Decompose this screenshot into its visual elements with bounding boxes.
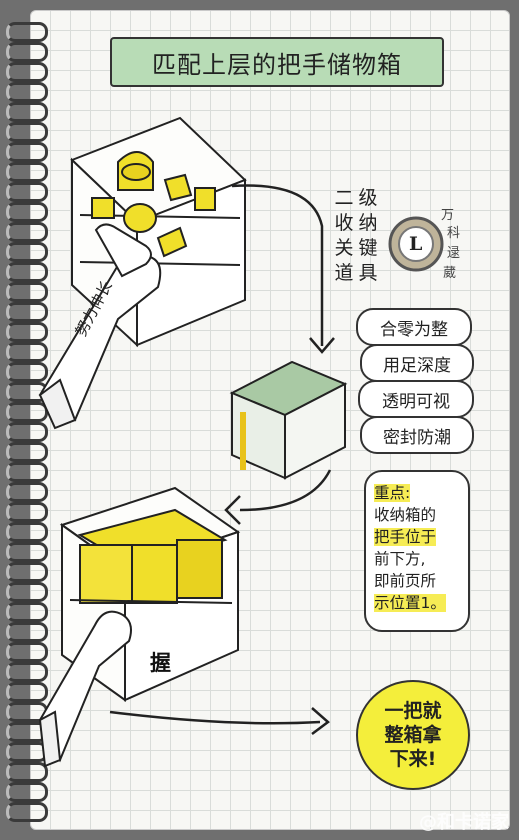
tip-pill: 用足深度: [360, 344, 474, 382]
spiral-ring: [6, 642, 48, 662]
upper-arm-drawing: [38, 223, 162, 430]
spiral-ring: [6, 522, 48, 542]
badge-center: L: [409, 233, 423, 255]
cta-bubble: 一把就 整箱拿 下来!: [356, 680, 470, 790]
tools-label-char: 关: [334, 237, 354, 259]
spiral-ring: [6, 42, 48, 62]
tip-pill: 合零为整: [356, 308, 472, 346]
spiral-ring: [6, 482, 48, 502]
spiral-ring: [6, 582, 48, 602]
tools-label-column: 二收关道: [333, 186, 355, 286]
arrow-to-lower-shelf: [239, 469, 332, 512]
spiral-ring: [6, 342, 48, 362]
spiral-ring: [6, 542, 48, 562]
spiral-ring: [6, 102, 48, 122]
badge-side-3: 逯: [447, 246, 461, 261]
spiral-ring: [6, 362, 48, 382]
arrow-head-lower: [224, 495, 241, 525]
spiral-ring: [6, 602, 48, 622]
spiral-ring: [6, 162, 48, 182]
spiral-ring: [6, 422, 48, 442]
spiral-ring: [6, 302, 48, 322]
arrow-head-cta: [311, 707, 330, 735]
note-line: 收纳箱的: [374, 506, 437, 524]
note-line: 把手位于: [374, 528, 437, 546]
tools-label-char: 纳: [358, 212, 378, 234]
spiral-ring: [6, 82, 48, 102]
author-badge: L 万 科 逯 葳: [383, 204, 463, 284]
note-line: 即前页所: [374, 572, 437, 590]
tools-label-char: 二: [334, 187, 354, 209]
spiral-ring: [6, 142, 48, 162]
arrow-head-box: [309, 337, 335, 354]
key-point-note: 重点: 收纳箱的 把手位于 前下方, 即前页所 示位置1。: [364, 470, 470, 632]
arrow-to-box: [231, 184, 324, 346]
watermark: @和卡诺家: [419, 812, 509, 833]
badge-side-1: 万: [441, 208, 455, 223]
spiral-ring: [6, 502, 48, 522]
spiral-ring: [6, 222, 48, 242]
tools-label-char: 级: [358, 187, 378, 209]
spiral-ring: [6, 442, 48, 462]
note-line: 前下方,: [374, 550, 426, 568]
spiral-ring: [6, 182, 48, 202]
tools-label-char: 收: [334, 212, 354, 234]
spiral-ring: [6, 462, 48, 482]
lower-arm-drawing: [38, 610, 132, 768]
tools-label-column: 级纳键具: [357, 186, 379, 286]
cta-line: 整箱拿: [384, 724, 442, 746]
spiral-ring: [6, 802, 48, 822]
cta-line: 下来!: [389, 748, 437, 770]
spiral-ring: [6, 562, 48, 582]
spiral-ring: [6, 62, 48, 82]
page-title: 匹配上层的把手储物箱: [110, 37, 444, 87]
spiral-ring: [6, 22, 48, 42]
spiral-ring: [6, 782, 48, 802]
tip-pill: 密封防潮: [360, 416, 474, 454]
storage-box-drawing: [229, 360, 348, 480]
note-line: 示位置1。: [374, 594, 446, 612]
tip-pill: 透明可视: [358, 380, 474, 418]
grip-label: 握: [150, 651, 171, 675]
spiral-ring: [6, 762, 48, 782]
spiral-ring: [6, 242, 48, 262]
badge-circle-icon: [388, 216, 444, 272]
arrow-to-cta: [109, 710, 321, 725]
badge-side-2: 科: [447, 226, 461, 241]
tools-label-char: 具: [358, 262, 378, 284]
tools-label-char: 键: [358, 237, 378, 259]
cta-line: 一把就: [384, 700, 442, 722]
spiral-ring: [6, 282, 48, 302]
badge-side-4: 葳: [443, 266, 457, 281]
spiral-ring: [6, 662, 48, 682]
spiral-ring: [6, 322, 48, 342]
note-heading: 重点:: [374, 484, 411, 502]
spiral-ring: [6, 622, 48, 642]
spiral-ring: [6, 682, 48, 702]
spiral-ring: [6, 402, 48, 422]
spiral-ring: [6, 262, 48, 282]
tools-label-char: 道: [334, 262, 354, 284]
spiral-ring: [6, 202, 48, 222]
spiral-ring: [6, 122, 48, 142]
